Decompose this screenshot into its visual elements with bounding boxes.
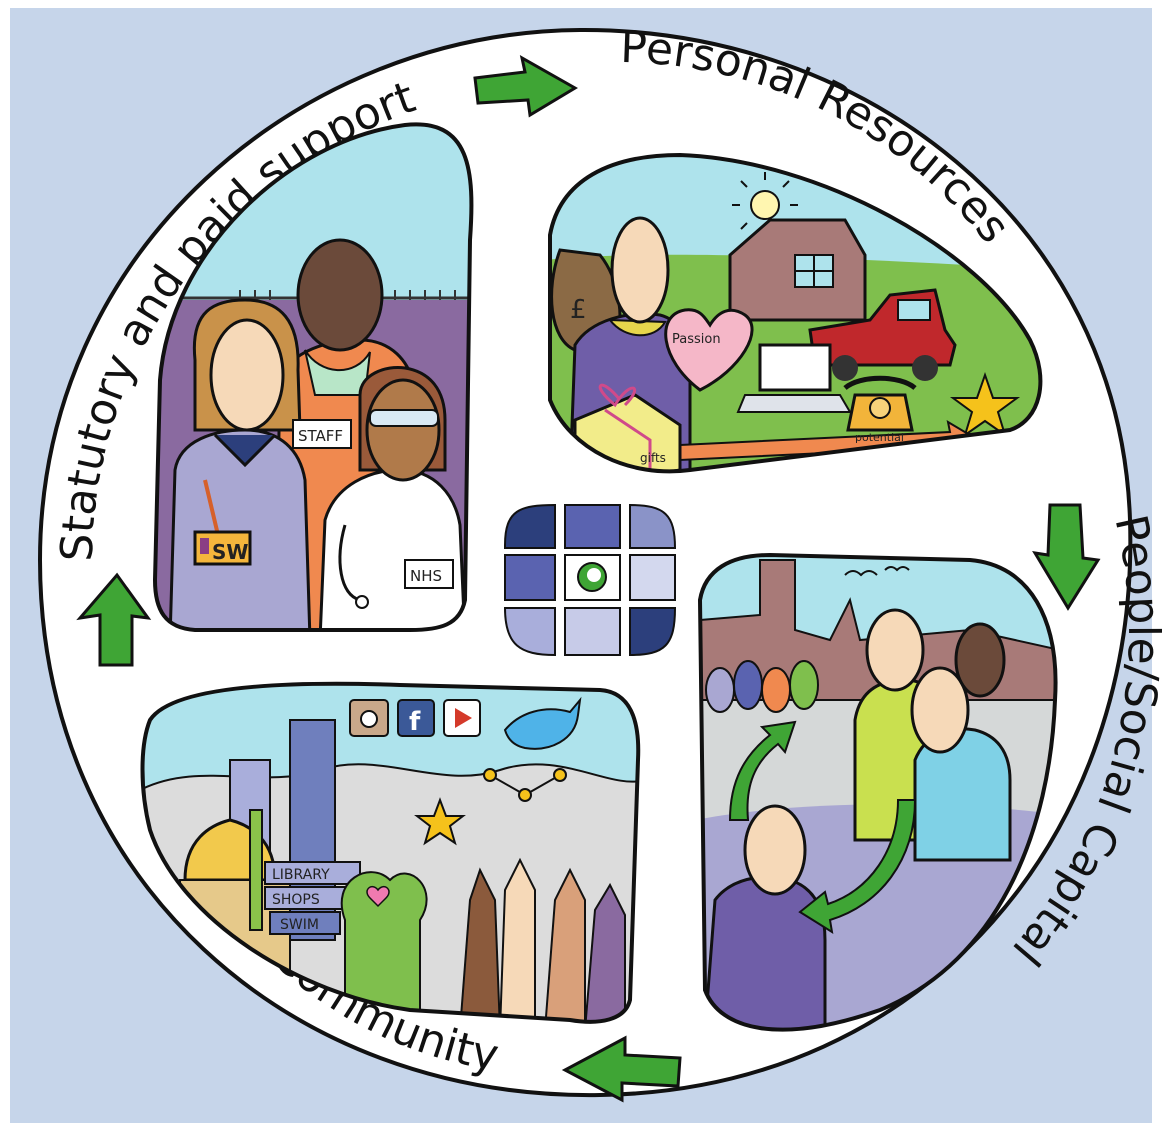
star-icon: [414, 797, 466, 846]
person-face: [954, 622, 1006, 698]
sw-badge-text: SW: [212, 540, 248, 564]
facebook-icon: [397, 699, 435, 737]
library-sign-text: LIBRARY: [272, 867, 330, 883]
staff-badge: [292, 419, 352, 449]
panel-community: LIBRARY SHOPS SWIM f: [140, 681, 641, 1024]
laptop-icon: [736, 343, 852, 413]
staff-badge-text: STAFF: [298, 427, 343, 445]
person-face: [365, 378, 441, 482]
nhs-badge: [404, 559, 454, 589]
swim-sign: [269, 911, 341, 935]
network-icon: [483, 768, 567, 802]
pound-sign: £: [570, 295, 587, 325]
house-icon: [728, 218, 867, 322]
arrow-right-icon: [473, 55, 578, 118]
car-icon: [808, 288, 957, 381]
twitter-bird-icon: [503, 696, 582, 750]
passion-text: Passion: [672, 332, 721, 347]
arrow-down-icon: [1032, 503, 1101, 611]
library-sign: [264, 861, 361, 885]
arrow-cycle-up-icon: [728, 720, 797, 821]
swim-sign-text: SWIM: [280, 917, 319, 933]
panel-people-social-capital: [697, 552, 1058, 1032]
heart-icon: Passion: [664, 308, 754, 392]
star-icon: [949, 371, 1021, 438]
shops-sign-text: SHOPS: [272, 892, 320, 908]
gifts-text: gifts: [640, 451, 666, 465]
potential-text: potential: [855, 431, 904, 444]
arrow-up-icon: [76, 572, 152, 667]
arrow-left-icon: [561, 1035, 682, 1103]
raised-hands: [458, 857, 626, 1022]
person-face: [743, 804, 807, 896]
nhs-badge-text: NHS: [410, 567, 442, 585]
person-face: [209, 318, 285, 432]
person-face: [910, 666, 970, 754]
center-logo-tiles: [503, 503, 677, 657]
person-face: [610, 216, 670, 324]
panel-personal-resources: £ Passion: [548, 152, 1043, 474]
sun-icon: [732, 172, 798, 238]
telephone-icon: [843, 375, 917, 432]
arrow-cycle-down-icon: [798, 799, 917, 935]
person-face: [865, 608, 925, 692]
svg-text:f: f: [409, 707, 421, 737]
person-face: [296, 238, 384, 352]
